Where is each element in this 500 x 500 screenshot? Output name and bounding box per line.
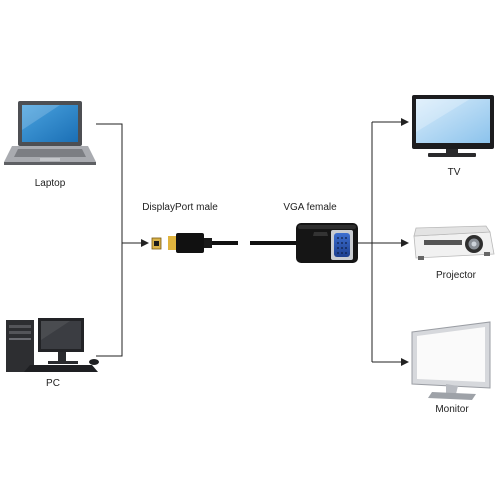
tv-icon — [412, 95, 494, 157]
source-connector-lines — [96, 123, 149, 357]
output-connector-lines — [358, 118, 409, 366]
monitor-icon — [411, 321, 491, 400]
monitor-label: Monitor — [435, 404, 469, 415]
laptop-label: Laptop — [34, 178, 66, 189]
tv-label: TV — [447, 167, 461, 178]
vga-female-label: VGA female — [283, 202, 337, 213]
displayport-male-label: DisplayPort male — [142, 202, 218, 213]
adapter-cable — [250, 241, 296, 245]
displayport-male-connector — [151, 233, 238, 253]
pc-label: PC — [46, 378, 60, 389]
projector-label: Projector — [435, 270, 477, 281]
projector-icon — [413, 225, 495, 260]
desktop-pc-icon — [6, 318, 99, 372]
laptop-icon — [4, 101, 96, 165]
vga-female-adapter — [296, 223, 358, 263]
